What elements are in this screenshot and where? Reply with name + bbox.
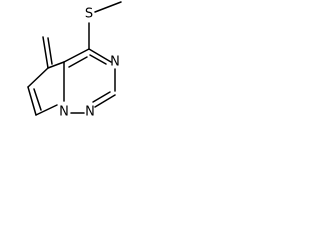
atom-labels: S N N N: [59, 7, 120, 120]
bond-c6-c5: [27, 67, 49, 88]
bond-c4-n3: [88, 48, 112, 63]
bond-c5-c4a: [47, 61, 65, 69]
bond-n7a-c7: [35, 104, 58, 116]
bond-layer: [27, 1, 122, 116]
bond-c4a-c4: [63, 48, 90, 63]
bond-c4a-c4-inner: [68, 56, 88, 68]
bond-c7-c6-inner: [33, 88, 42, 111]
atom-label-nitrogen-top: N: [110, 55, 120, 70]
bond-c2-n1: [94, 94, 116, 108]
molecule-drawing: S N N N: [27, 1, 122, 120]
bond-c7-c6: [27, 86, 37, 116]
bond-s-methyl: [94, 1, 122, 13]
atom-label-nitrogen-bottom-left: N: [59, 105, 69, 120]
structure-canvas: S N N N: [0, 0, 143, 153]
bond-c4-n3-inner: [89, 54, 107, 65]
bond-c2-n1-inner: [92, 91, 111, 103]
bond-c5-methyl: [42, 36, 49, 69]
bond-c5-methyl-inner: [47, 37, 53, 65]
atom-label-nitrogen-bottom-right: N: [85, 105, 95, 120]
atom-label-sulfur: S: [85, 7, 93, 22]
